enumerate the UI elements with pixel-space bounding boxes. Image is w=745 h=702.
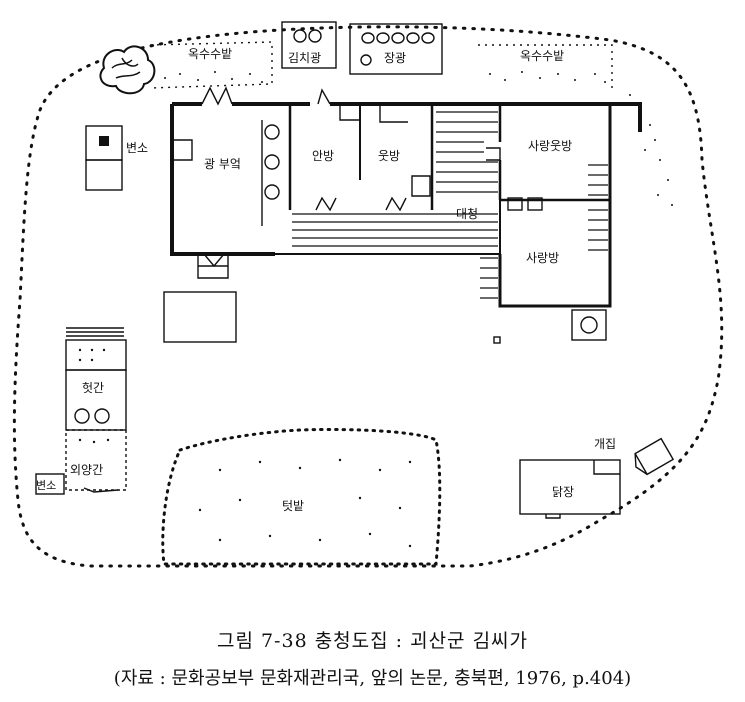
yard-platform <box>163 291 237 343</box>
chicken-coop <box>519 459 621 519</box>
figure-caption-source: (자료 : 문화공보부 문화재관리국, 앞의 논문, 충북편, 1976, p.… <box>113 668 632 689</box>
vegetable-garden <box>161 427 442 566</box>
floor-plan: 옥수수밭 김치광 장광 옥수수밭 변소 광 부엌 안방 웃방 대청 사랑웃방 사… <box>12 21 724 568</box>
label-kitchen: 광 부엌 <box>204 157 241 171</box>
label-latrine-top: 변소 <box>126 141 148 155</box>
label-doghouse: 개집 <box>594 437 616 451</box>
label-garden: 텃밭 <box>282 499 304 513</box>
label-oksu-left: 옥수수밭 <box>188 47 232 61</box>
label-barn: 헛간 <box>82 381 104 395</box>
label-jar-terrace: 장광 <box>384 51 406 65</box>
label-sarang-utbang: 사랑웃방 <box>528 139 572 153</box>
tree-icon <box>99 45 156 95</box>
daecheong-floor-hatch <box>292 111 608 299</box>
label-chicken-coop: 닭장 <box>552 485 574 499</box>
property-boundary <box>12 25 724 568</box>
yard-post <box>493 336 501 344</box>
label-latrine-bottom: 변소 <box>36 479 56 492</box>
doghouse-icon <box>634 437 675 476</box>
figure-caption-title: 그림 7-38 충청도집 : 괴산군 김씨가 <box>216 630 529 652</box>
label-utbang: 웃방 <box>378 149 400 163</box>
label-oksu-right: 옥수수밭 <box>520 49 564 63</box>
label-stable: 외양간 <box>70 463 103 477</box>
label-sarangbang: 사랑방 <box>526 251 559 265</box>
garden-stipple <box>198 458 412 548</box>
label-daecheong: 대청 <box>456 207 478 221</box>
label-anbang: 안방 <box>312 149 334 163</box>
latrine-top <box>85 125 123 191</box>
barn-block <box>35 327 127 495</box>
main-house <box>170 86 642 341</box>
label-kimchi-storage: 김치광 <box>288 51 321 65</box>
top-field-strip <box>149 21 673 206</box>
